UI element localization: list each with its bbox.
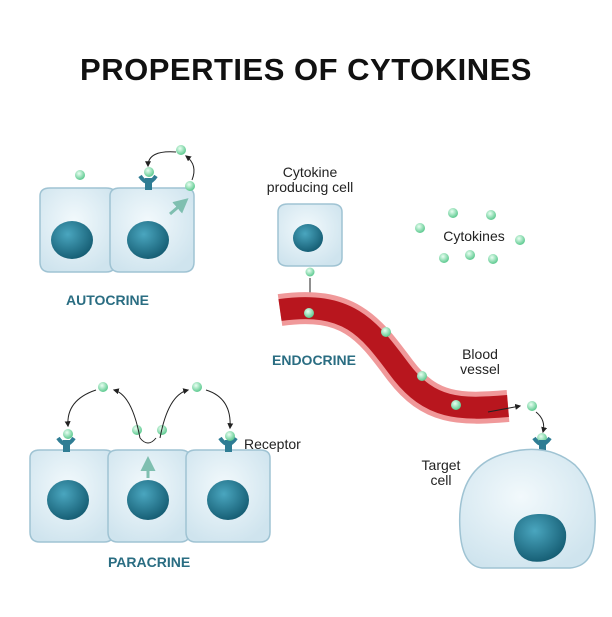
arrow [535,411,548,434]
nucleus-icon [513,513,567,562]
target-cell-label-line1: Target [421,457,461,473]
arrow [487,403,522,413]
paracrine-group [29,382,271,543]
cytokine-dot [451,400,461,410]
blood-vessel-label-line1: Blood [462,346,498,362]
cytokine-dot [176,145,186,155]
receptor-icon [138,174,158,190]
arrow [64,389,97,428]
nucleus-icon [293,224,323,252]
cytokine-dot [225,431,235,441]
producing-cell-label: Cytokine producing cell [250,165,370,195]
endocrine-label: ENDOCRINE [272,352,357,368]
cytokine-dot [488,254,498,264]
cytokine-dot [98,382,108,392]
cytokine-dot [527,401,537,411]
autocrine-group [39,145,195,273]
paracrine-cell-3 [185,449,271,543]
cytokine-dot [465,250,475,260]
cytokine-dot [192,382,202,392]
cytokine-dot [185,181,195,191]
cytokine-dot [439,253,449,263]
nucleus-icon [207,480,249,520]
target-cell-label-line2: cell [430,472,452,488]
arrow [145,151,177,168]
cytokine-dot [417,371,427,381]
cytokine-dot [381,327,391,337]
autocrine-label: AUTOCRINE [66,292,149,308]
nucleus-icon [127,221,169,259]
cytokine-dot [415,223,425,233]
cytokine-dot [132,425,142,435]
paracrine-label: PARACRINE [108,554,191,570]
autocrine-cell-left [39,187,117,273]
blood-vessel-label-line2: vessel [460,361,500,377]
cytokine-dot [448,208,458,218]
cytokine-dot [144,167,154,177]
page-title: PROPERTIES OF CYTOKINES [80,52,532,87]
cytokine-dot [515,235,525,245]
arrow [185,155,195,181]
nucleus-icon [51,221,93,259]
endocrine-group [277,203,596,569]
cytokines-cluster [415,208,525,264]
secretion-arrow [169,198,189,216]
target-cell-label: Target cell [418,458,464,488]
receptor-icon [218,436,238,452]
receptor-label: Receptor [244,436,301,452]
cytokine-dot [305,267,315,277]
arrow [139,437,157,444]
arrow [159,388,190,439]
producing-cell [277,203,343,267]
arrow [112,388,141,439]
cytokines-label: Cytokines [443,228,505,244]
producing-cell-label-line1: Cytokine [282,164,338,180]
cytokine-dot [486,210,496,220]
paracrine-cell-1 [29,449,115,543]
cytokine-dot [63,429,73,439]
nucleus-icon [127,480,169,520]
blood-vessel [277,292,510,424]
receptor-icon [532,436,552,452]
nucleus-icon [47,480,89,520]
receptor-icon [56,436,76,452]
producing-cell-label-line2: producing cell [266,179,354,195]
cytokine-dot [304,308,314,318]
blood-vessel-label: Blood vessel [452,347,508,377]
target-cell [458,448,596,569]
arrow [205,389,234,430]
autocrine-cell-right [109,187,195,273]
cytokine-dot [75,170,85,180]
